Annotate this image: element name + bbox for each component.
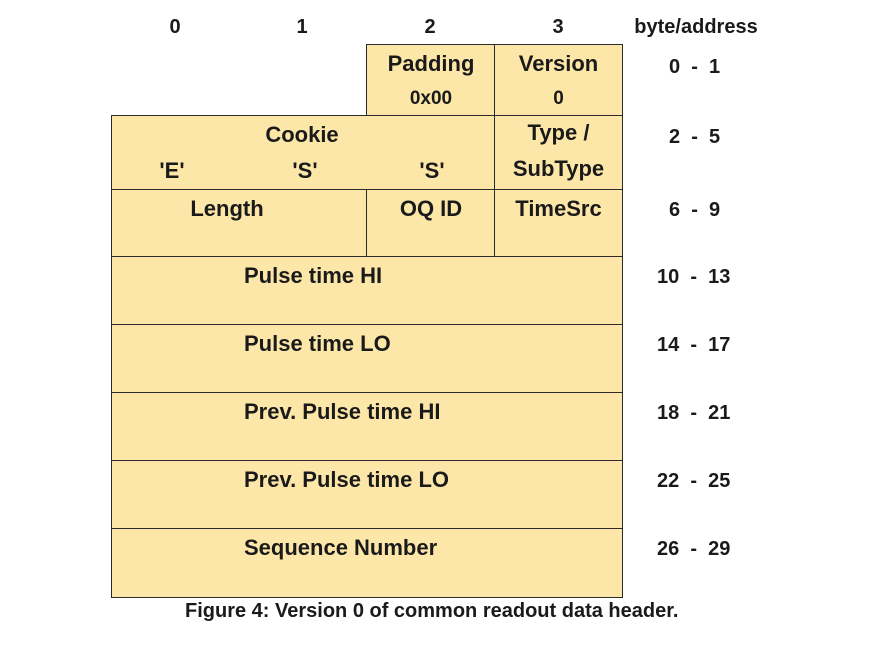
timesrc-label: TimeSrc — [515, 196, 602, 221]
type-label: Type / — [527, 120, 590, 145]
cookie-field: Cookie 'E' 'S' 'S' — [111, 115, 496, 191]
timesrc-field: TimeSrc — [494, 189, 623, 258]
prev-pulse-time-hi-label: Prev. Pulse time HI — [244, 399, 441, 424]
address-column-header: byte/address — [634, 16, 758, 38]
address-range: 0 - 1 — [669, 56, 721, 78]
sequence-number-field: Sequence Number — [111, 528, 623, 598]
prev-pulse-time-hi-field: Prev. Pulse time HI — [111, 392, 623, 462]
column-header-3: 3 — [552, 16, 564, 38]
subtype-label: SubType — [512, 156, 605, 181]
address-range: 14 - 17 — [657, 334, 731, 356]
cookie-char-e: 'E' — [159, 158, 185, 183]
address-range: 22 - 25 — [657, 470, 731, 492]
pulse-time-lo-field: Pulse time LO — [111, 324, 623, 394]
length-field: Length — [111, 189, 368, 258]
address-range: 6 - 9 — [669, 199, 721, 221]
address-range: 10 - 13 — [657, 266, 731, 288]
pulse-time-lo-label: Pulse time LO — [244, 331, 391, 356]
cookie-label: Cookie — [265, 122, 339, 147]
pulse-time-hi-field: Pulse time HI — [111, 256, 623, 326]
pulse-time-hi-label: Pulse time HI — [244, 263, 383, 288]
address-range: 26 - 29 — [657, 538, 731, 560]
column-header-0: 0 — [169, 16, 181, 38]
figure-caption: Figure 4: Version 0 of common readout da… — [185, 600, 679, 622]
length-label: Length — [190, 196, 264, 221]
padding-field: Padding 0x00 — [366, 44, 496, 116]
padding-value: 0x00 — [409, 88, 453, 109]
oq-id-field: OQ ID — [366, 189, 496, 258]
type-subtype-field: Type / SubType — [494, 115, 623, 191]
address-range: 18 - 21 — [657, 402, 731, 424]
padding-label: Padding — [387, 51, 475, 76]
prev-pulse-time-lo-label: Prev. Pulse time LO — [244, 467, 450, 492]
sequence-number-label: Sequence Number — [244, 535, 438, 560]
prev-pulse-time-lo-field: Prev. Pulse time LO — [111, 460, 623, 530]
oq-id-label: OQ ID — [399, 196, 463, 221]
version-field: Version 0 — [494, 44, 623, 116]
version-label: Version — [518, 51, 599, 76]
version-value: 0 — [553, 88, 564, 109]
address-range: 2 - 5 — [669, 126, 721, 148]
column-header-1: 1 — [296, 16, 308, 38]
cookie-char-s2: 'S' — [419, 158, 445, 183]
column-header-2: 2 — [424, 16, 436, 38]
cookie-char-s1: 'S' — [292, 158, 318, 183]
